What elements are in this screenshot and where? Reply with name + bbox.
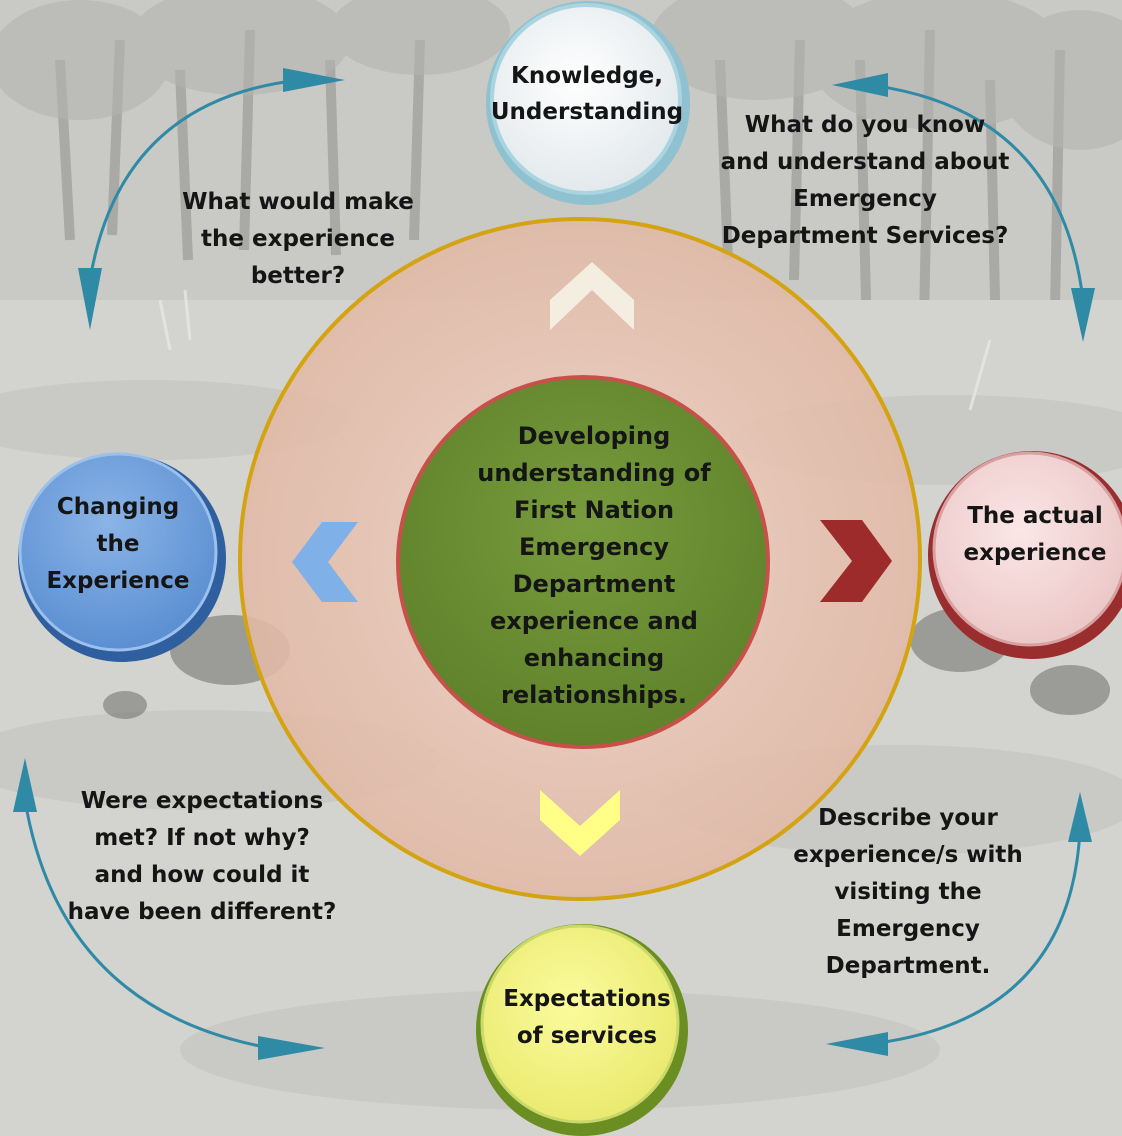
chevron-up-icon	[550, 262, 634, 330]
arrow-head-icon	[826, 1032, 888, 1056]
node-knowledge	[486, 1, 690, 205]
arrow-head-icon	[13, 758, 37, 812]
node-actual-experience-label: The actual experience	[963, 503, 1107, 566]
arrow-top-right	[869, 83, 1085, 301]
question-top-left: What would make the experience better?	[182, 189, 414, 289]
node-changing-label: Changing the Experience	[46, 494, 190, 594]
arrow-head-icon	[78, 268, 102, 330]
arrow-bottom-left	[23, 799, 271, 1050]
arrow-head-icon	[283, 68, 345, 92]
question-bottom-left: Were expectations met? If not why? and h…	[67, 788, 337, 925]
arrow-head-icon	[832, 73, 888, 97]
arrow-head-icon	[1071, 288, 1095, 342]
center-text: Developing understanding of First Nation…	[477, 422, 711, 709]
arrow-top-left	[88, 78, 301, 281]
node-expectations	[476, 924, 688, 1136]
node-expectations-label: Expectations of services	[503, 986, 671, 1049]
arrow-head-icon	[1068, 792, 1092, 842]
chevron-left-icon	[292, 522, 358, 602]
node-actual-experience	[928, 451, 1122, 659]
center-circle	[396, 375, 770, 749]
arrow-bottom-right	[869, 829, 1082, 1046]
arrow-head-icon	[258, 1036, 325, 1060]
node-knowledge-label: Knowledge, Understanding	[490, 63, 684, 125]
node-changing	[18, 452, 226, 662]
question-bottom-right: Describe your experience/s with visiting…	[793, 805, 1023, 979]
question-top-right: What do you know and understand about Em…	[720, 112, 1010, 249]
chevron-down-icon	[540, 790, 620, 856]
chevron-right-icon	[820, 520, 892, 602]
